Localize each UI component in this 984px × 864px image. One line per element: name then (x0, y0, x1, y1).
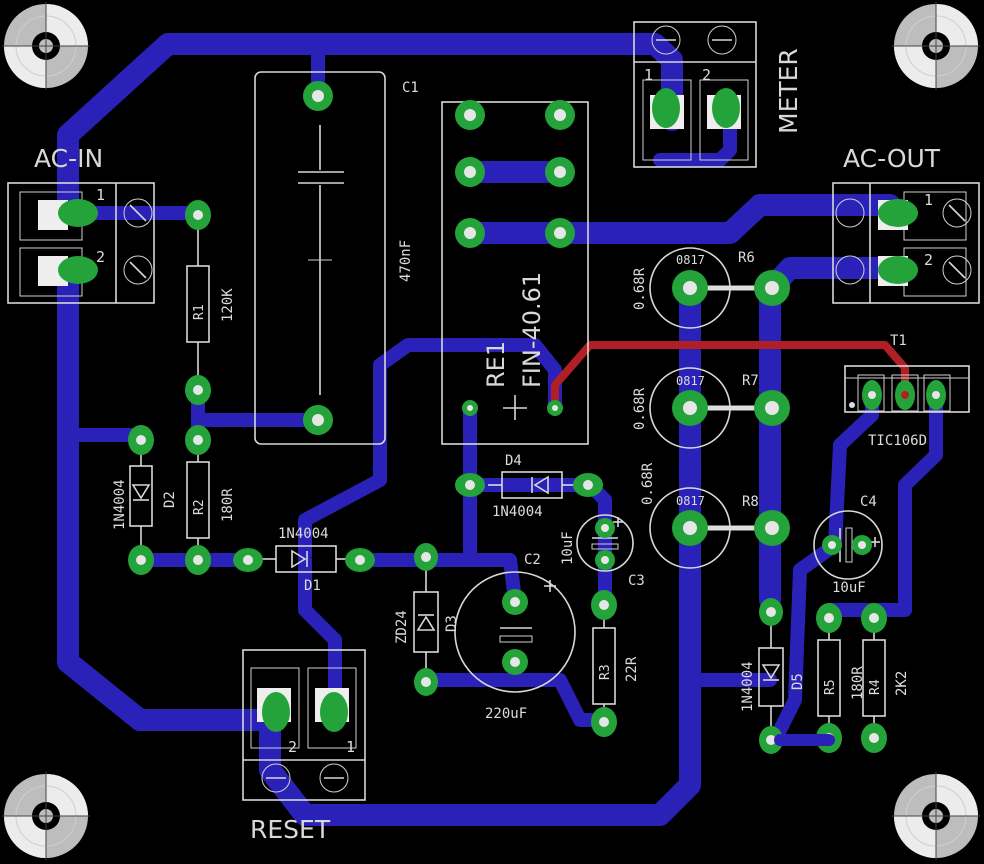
mounting-hole-bottom-right (892, 772, 980, 860)
resistor-r4: R4 (861, 603, 887, 753)
c4-value: 10uF (832, 580, 866, 596)
mounting-hole-top-right (892, 2, 980, 90)
t1-value: TIC106D (868, 433, 927, 449)
diode-d3 (413, 543, 439, 696)
reset-pad-1 (320, 692, 348, 732)
diode-d4 (455, 471, 603, 499)
mounting-hole-bottom-left (2, 772, 90, 860)
bottom-copper-traces (57, 33, 943, 826)
ac-out-pin1-label: 1 (924, 191, 933, 209)
resistor-r2: R2 (185, 425, 211, 575)
connector-meter: 1 2 (633, 21, 757, 168)
r4-name: R4 (868, 679, 883, 695)
r1-value: 120K (220, 288, 236, 322)
r8-value: 0.68R (640, 462, 656, 505)
top-copper-trace (551, 341, 909, 412)
r5-value: 180R (850, 666, 866, 700)
resistor-r8: 0817 (649, 487, 790, 569)
ac-in-label: AC-IN (34, 144, 103, 173)
connector-ac-out: 1 2 (832, 182, 980, 304)
relay-re1 (441, 100, 589, 445)
ac-out-label: AC-OUT (843, 144, 941, 173)
resistor-r5: R5 (816, 603, 842, 753)
d5-name: D5 (790, 673, 806, 690)
diode-d1 (233, 545, 375, 573)
capacitor-c1 (254, 71, 386, 445)
r2-value: 180R (220, 488, 236, 522)
ac-out-pin2-label: 2 (924, 251, 933, 269)
r6-name: R6 (738, 250, 755, 266)
r3-name: R3 (598, 664, 613, 680)
connector-reset: 2 1 (242, 649, 366, 801)
c3-value: 10uF (560, 531, 576, 565)
meter-label: METER (774, 48, 803, 134)
reset-label: RESET (250, 815, 331, 844)
r8-name: R8 (742, 494, 759, 510)
ac-in-pin1-label: 1 (96, 186, 105, 204)
resistor-r7: 0817 (649, 367, 790, 449)
resistor-r6: 0817 (649, 247, 790, 329)
d3-name: D3 (444, 615, 460, 632)
r1-name: R1 (192, 304, 207, 320)
reset-pin2-label: 2 (288, 738, 297, 756)
r7-name: R7 (742, 373, 759, 389)
c1-name: C1 (402, 80, 419, 96)
ac-in-pin2-label: 2 (96, 248, 105, 266)
capacitor-c3 (576, 514, 634, 572)
d1-value: 1N4004 (278, 526, 329, 542)
d2-value: 1N4004 (112, 479, 128, 530)
d4-value: 1N4004 (492, 504, 543, 520)
resistor-r1: R1 (185, 200, 211, 405)
r8-pkg: 0817 (676, 494, 705, 508)
c2-name: C2 (524, 552, 541, 568)
r4-value: 2K2 (894, 671, 910, 696)
c1-value: 470nF (398, 240, 414, 282)
diode-d2 (128, 425, 154, 575)
meter-pad-1 (652, 88, 680, 128)
capacitor-c4 (813, 510, 883, 580)
ac-in-pad-2 (58, 256, 98, 284)
meter-pin1-label: 1 (644, 66, 653, 84)
reset-pin1-label: 1 (346, 738, 355, 756)
d5-value: 1N4004 (740, 661, 756, 712)
d3-value: ZD24 (394, 610, 410, 644)
t1-name: T1 (890, 333, 907, 349)
r6-pkg: 0817 (676, 253, 705, 267)
d1-name: D1 (304, 578, 321, 594)
connector-ac-in: 1 2 (7, 182, 155, 304)
r7-pkg: 0817 (676, 374, 705, 388)
r2-name: R2 (192, 499, 207, 515)
ac-out-pad-1 (878, 199, 918, 227)
c2-value: 220uF (485, 706, 527, 722)
r7-value: 0.68R (632, 387, 648, 430)
c3-name: C3 (628, 573, 645, 589)
d4-name: D4 (505, 453, 522, 469)
d2-name: D2 (162, 491, 178, 508)
ac-in-pad-1 (58, 199, 98, 227)
meter-pin2-label: 2 (702, 66, 711, 84)
diode-d5 (758, 598, 784, 754)
meter-pad-2 (712, 88, 740, 128)
re1-value: FIN-40.61 (518, 272, 546, 388)
r5-name: R5 (823, 679, 838, 695)
ac-out-pad-2 (878, 256, 918, 284)
reset-pad-2 (262, 692, 290, 732)
capacitor-c2 (454, 571, 576, 693)
resistor-r3: R3 (591, 590, 617, 737)
thyristor-t1 (844, 365, 970, 413)
re1-name: RE1 (482, 341, 510, 388)
mounting-hole-top-left (2, 2, 90, 90)
c4-name: C4 (860, 494, 877, 510)
r3-value: 22R (624, 656, 640, 682)
r6-value: 0.68R (632, 267, 648, 310)
